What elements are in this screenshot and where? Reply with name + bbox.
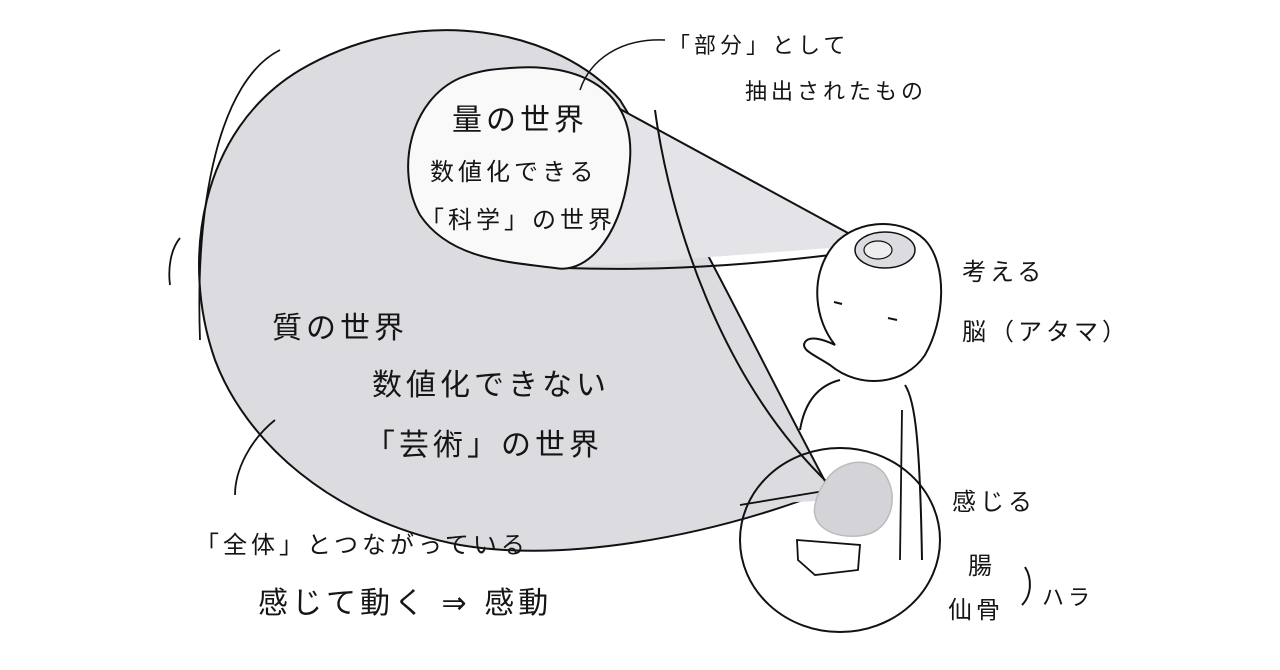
whole-note-pointer — [234, 419, 276, 496]
left-bracket-inner — [168, 237, 181, 286]
person-body — [799, 379, 923, 561]
intestine-icon — [813, 461, 893, 537]
hara-bracket — [1021, 566, 1031, 606]
quantity-world-bubble — [407, 66, 632, 270]
person-body-line — [899, 409, 903, 561]
part-note-pointer — [579, 39, 666, 91]
person-eye-right — [887, 317, 898, 321]
belly-label-intestine: 腸 — [968, 552, 996, 580]
person-eye-left — [833, 301, 843, 305]
quantity-world-line3: 「科学」の世界 — [420, 206, 616, 234]
left-bracket-outer — [198, 49, 281, 341]
quality-world-region — [198, 29, 836, 552]
whole-note-line1: 「全体」とつながっている — [195, 531, 529, 559]
quality-world-line3: 「芸術」の世界 — [365, 428, 603, 463]
gut-projection-line — [654, 109, 831, 486]
brain-projection-cone — [565, 95, 870, 268]
quantity-world-line2: 数値化できる — [430, 158, 598, 186]
quality-world-line2: 数値化できない — [372, 368, 610, 403]
belly-label-sacrum: 仙骨 — [948, 596, 1004, 624]
cone-edge-top — [584, 89, 871, 246]
head-label-brain: 脳（アタマ） — [962, 318, 1130, 346]
belly-circle — [739, 447, 941, 633]
part-note-line2: 抽出されたもの — [745, 80, 928, 105]
person-head — [803, 223, 943, 382]
sacrum-icon — [796, 539, 861, 576]
quality-world-title: 質の世界 — [272, 311, 408, 346]
head-label-think: 考える — [962, 258, 1046, 286]
whole-note-line2: 感じて動く ⇒ 感動 — [258, 586, 553, 621]
part-note-line1: 「部分」として — [668, 34, 850, 59]
quantity-world-title: 量の世界 — [452, 103, 588, 138]
brain-inner — [863, 240, 893, 260]
belly-label-hara: ハラ — [1042, 586, 1095, 611]
gut-cone-edge — [739, 489, 831, 506]
belly-label-feel: 感じる — [952, 488, 1036, 516]
